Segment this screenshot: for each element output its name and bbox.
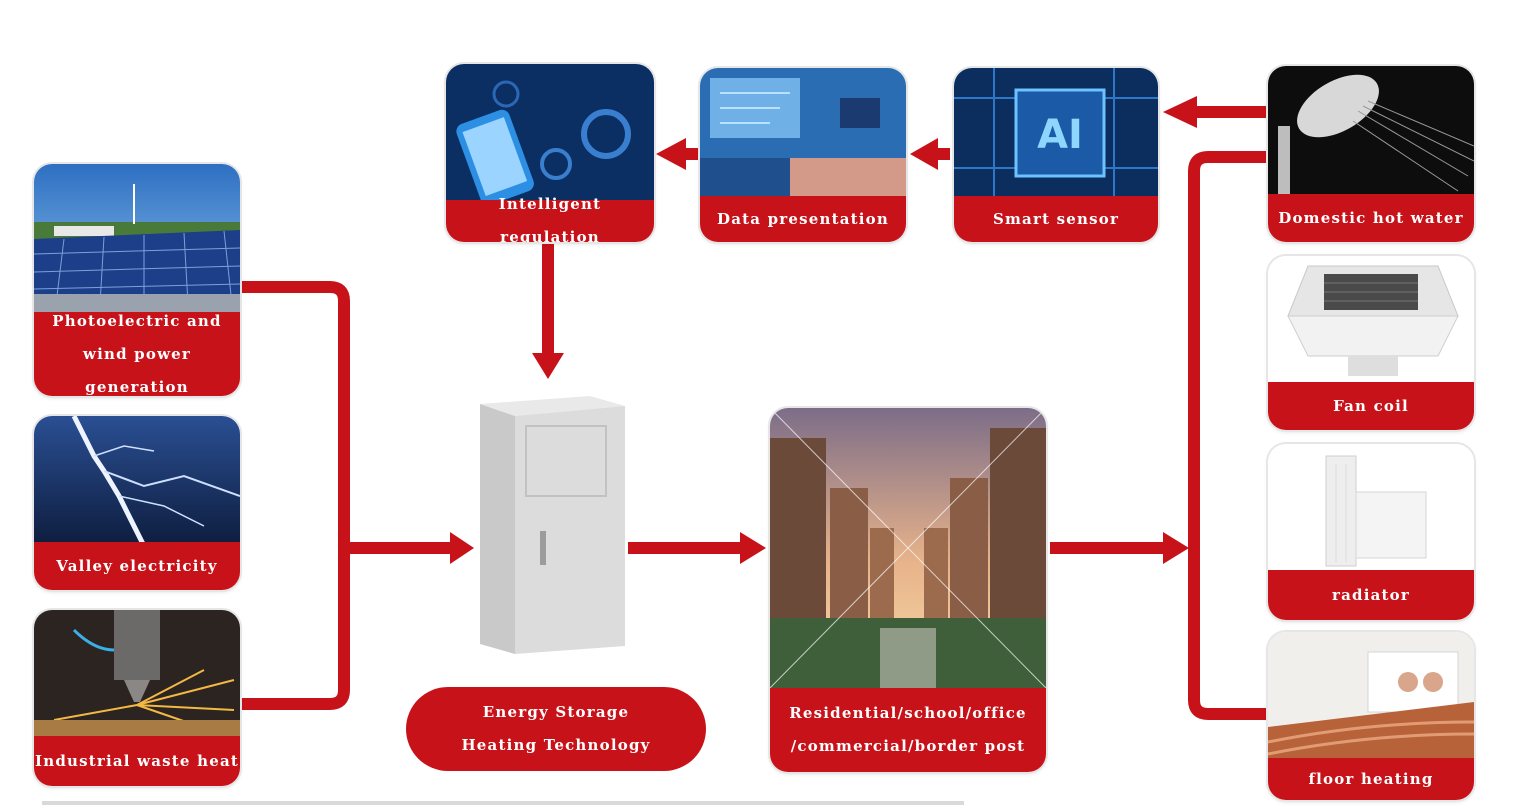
sensor-card: AI Smart sensor	[954, 68, 1158, 242]
buildings-label: Residential/school/office /commercial/bo…	[770, 688, 1046, 772]
output-label-floor-text: floor heating	[1308, 769, 1434, 788]
source-card-waste: Industrial waste heat	[34, 610, 240, 786]
shower-icon	[1268, 66, 1474, 196]
source-card-valley: Valley electricity	[34, 416, 240, 590]
smartphone-gears-icon	[446, 64, 654, 200]
output-label-radiator: radiator	[1268, 570, 1474, 620]
output-card-fancoil: Fan coil	[1268, 256, 1474, 430]
source-label-waste: Industrial waste heat	[34, 736, 240, 786]
output-label-floor: floor heating	[1268, 758, 1474, 800]
storage-label-line2: Heating Technology	[461, 736, 651, 754]
source-label-waste-line1: Industrial waste heat	[35, 751, 239, 770]
source-label-pv-line1: Photoelectric and	[52, 311, 222, 330]
fan-coil-unit-icon	[1268, 256, 1474, 386]
sensor-label: Smart sensor	[954, 196, 1158, 242]
lightning-icon	[34, 416, 240, 546]
source-label-valley-line1: Valley electricity	[56, 556, 218, 575]
regulation-label: Intelligent regulation	[446, 195, 654, 242]
storage-cabinet-icon	[480, 396, 625, 654]
output-label-hotwater-text: Domestic hot water	[1278, 208, 1464, 227]
output-label-radiator-text: radiator	[1332, 585, 1410, 604]
ai-chip-icon: AI	[954, 68, 1158, 198]
svg-text:AI: AI	[1037, 112, 1083, 158]
source-label-valley: Valley electricity	[34, 542, 240, 590]
output-card-floor: floor heating	[1268, 632, 1474, 800]
output-card-radiator: radiator	[1268, 444, 1474, 620]
output-card-hotwater: Domestic hot water	[1268, 66, 1474, 242]
storage-label-line1: Energy Storage	[482, 703, 630, 721]
buildings-card: Residential/school/office /commercial/bo…	[770, 408, 1046, 772]
output-label-hotwater: Domestic hot water	[1268, 194, 1474, 242]
storage-label: Energy Storage Heating Technology	[406, 687, 706, 771]
buildings-label-line1: Residential/school/office	[789, 704, 1027, 722]
regulation-card: Intelligent regulation	[446, 64, 654, 242]
presentation-card: Data presentation	[700, 68, 906, 242]
source-label-pv-line2: wind power generation	[82, 344, 192, 396]
floor-heating-icon	[1268, 632, 1474, 762]
bottom-divider	[42, 801, 964, 805]
presentation-label-text: Data presentation	[716, 209, 889, 228]
source-card-pv: Photoelectric and wind power generation	[34, 164, 240, 396]
presentation-label: Data presentation	[700, 196, 906, 242]
output-label-fancoil-text: Fan coil	[1333, 396, 1409, 415]
city-buildings-icon	[770, 408, 1046, 688]
source-label-pv: Photoelectric and wind power generation	[34, 312, 240, 396]
buildings-label-line2: /commercial/border post	[790, 737, 1026, 755]
laptop-data-icon	[700, 68, 906, 198]
solar-wind-icon	[34, 164, 240, 314]
output-label-fancoil: Fan coil	[1268, 382, 1474, 430]
regulation-label-text: Intelligent regulation	[498, 195, 602, 242]
sensor-label-text: Smart sensor	[992, 209, 1120, 228]
radiator-icon	[1268, 444, 1474, 574]
laser-cutting-icon	[34, 610, 240, 740]
